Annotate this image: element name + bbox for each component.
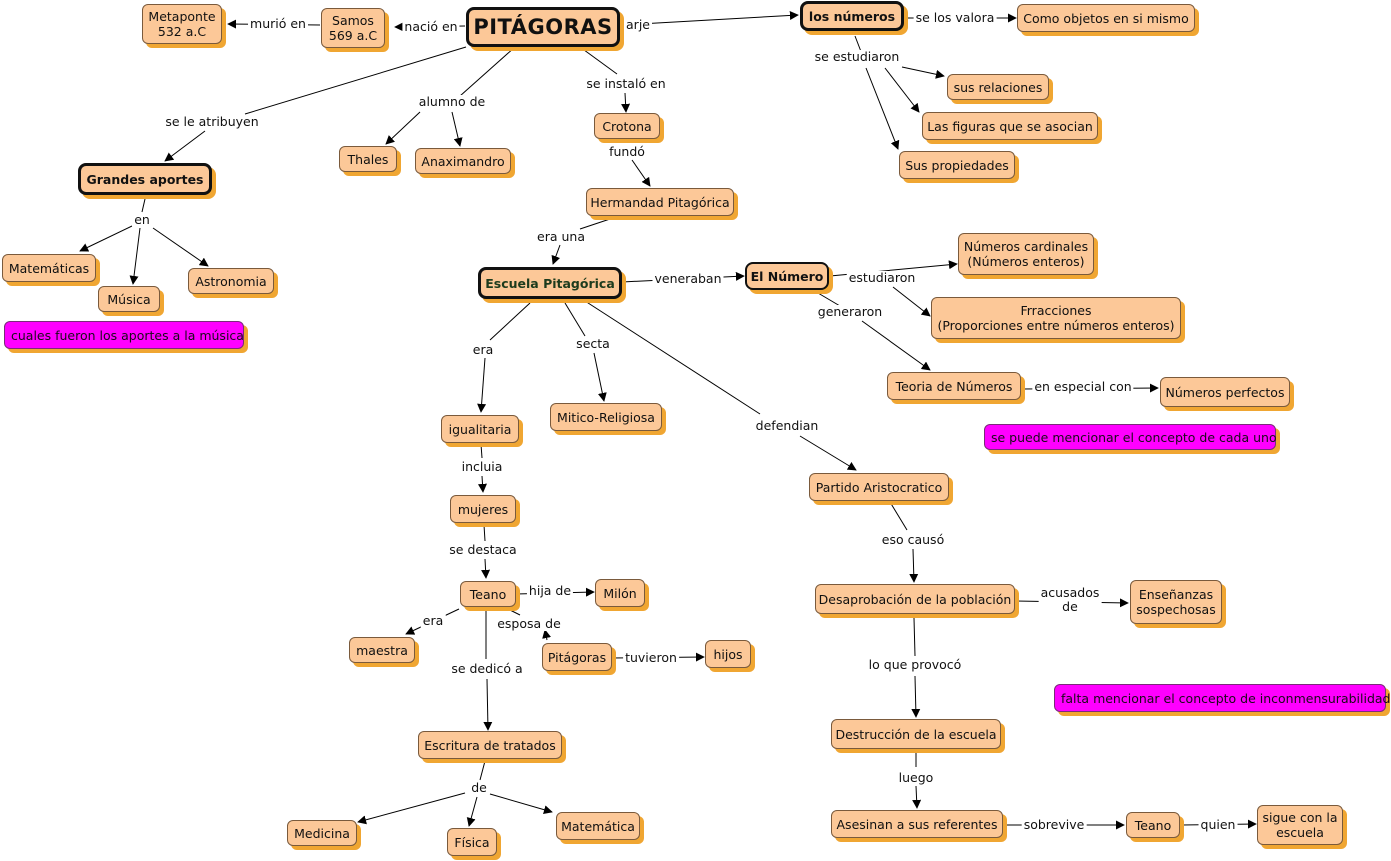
label-secta: secta — [574, 336, 612, 351]
label-hija-de: hija de — [526, 583, 574, 598]
label-veneraban: veneraban — [652, 271, 724, 286]
label-era-2: era — [420, 613, 446, 628]
label-nacio-en: nació en — [402, 19, 460, 34]
node-fisica[interactable]: Física — [447, 828, 497, 856]
label-era-una: era una — [535, 229, 587, 244]
node-samos[interactable]: Samos 569 a.C — [321, 8, 385, 48]
node-objetos[interactable]: Como objetos en si mismo — [1017, 4, 1195, 32]
node-hermandad[interactable]: Hermandad Pitagórica — [586, 188, 734, 216]
node-figuras[interactable]: Las figuras que se asocian — [922, 112, 1098, 140]
node-teano-2[interactable]: Teano — [1126, 812, 1180, 838]
label-alumno-de: alumno de — [416, 94, 488, 109]
node-cardinales[interactable]: Números cardinales (Números enteros) — [958, 233, 1094, 275]
label-generaron: generaron — [815, 304, 885, 319]
label-fundo: fundó — [607, 144, 647, 159]
node-el-numero[interactable]: El Número — [745, 262, 829, 290]
node-asesinan[interactable]: Asesinan a sus referentes — [831, 810, 1003, 838]
node-matematicas[interactable]: Matemáticas — [2, 254, 96, 282]
note-concepto[interactable]: se puede mencionar el concepto de cada u… — [984, 424, 1277, 450]
node-astronomia[interactable]: Astronomia — [188, 268, 274, 294]
label-esposa-de: esposa de — [495, 616, 563, 631]
node-anaximandro[interactable]: Anaximandro — [415, 148, 511, 174]
label-de: de — [469, 780, 489, 795]
label-se-dedico-a: se dedicó a — [449, 661, 525, 676]
node-escritura[interactable]: Escritura de tratados — [418, 731, 562, 759]
node-fracciones[interactable]: Frracciones (Proporciones entre números … — [931, 297, 1181, 339]
label-defendian: defendian — [753, 418, 821, 433]
node-partido[interactable]: Partido Aristocratico — [809, 473, 949, 501]
node-escuela[interactable]: Escuela Pitagórica — [478, 267, 622, 299]
label-se-le-atribuyen: se le atribuyen — [163, 114, 261, 129]
node-grandes-aportes[interactable]: Grandes aportes — [78, 163, 212, 195]
node-milon[interactable]: Milón — [595, 579, 645, 607]
node-mitico[interactable]: Mitico-Religiosa — [550, 403, 662, 431]
node-maestra[interactable]: maestra — [349, 637, 415, 663]
node-destruccion[interactable]: Destrucción de la escuela — [831, 719, 1001, 749]
label-luego: luego — [896, 770, 936, 785]
label-quien: quien — [1198, 817, 1238, 832]
node-propiedades[interactable]: Sus propiedades — [899, 151, 1015, 179]
node-mujeres[interactable]: mujeres — [450, 495, 516, 523]
node-crotona[interactable]: Crotona — [594, 113, 660, 139]
label-arje: arje — [624, 17, 652, 32]
label-se-los-valora: se los valora — [913, 10, 997, 25]
label-acusados-de: acusados de — [1038, 585, 1102, 614]
node-perfectos[interactable]: Números perfectos — [1160, 377, 1290, 407]
label-se-destaca: se destaca — [447, 542, 519, 557]
node-hijos[interactable]: hijos — [705, 640, 751, 668]
label-era: era — [470, 342, 496, 357]
node-sigue[interactable]: sigue con la escuela — [1257, 805, 1343, 845]
node-teoria[interactable]: Teoria de Números — [887, 372, 1021, 400]
label-en: en — [132, 212, 152, 227]
label-murio-en: murió en — [248, 16, 308, 31]
node-teano[interactable]: Teano — [460, 581, 516, 607]
label-se-instalo-en: se instaló en — [584, 76, 668, 91]
node-musica[interactable]: Música — [98, 286, 160, 312]
node-igualitaria[interactable]: igualitaria — [441, 415, 519, 443]
node-metaponte[interactable]: Metaponte 532 a.C — [142, 4, 222, 44]
label-tuvieron: tuvieron — [623, 650, 679, 665]
node-matematica[interactable]: Matemática — [556, 812, 640, 840]
node-relaciones[interactable]: sus relaciones — [947, 74, 1049, 100]
node-los-numeros[interactable]: los números — [800, 1, 904, 31]
note-inconmensurabilidad[interactable]: falta mencionar el concepto de inconmens… — [1054, 684, 1391, 712]
label-sobrevive: sobrevive — [1021, 817, 1087, 832]
node-ensenanzas[interactable]: Enseñanzas sospechosas — [1130, 580, 1222, 624]
node-desaprobacion[interactable]: Desaprobación de la población — [815, 584, 1015, 614]
node-pitagoras[interactable]: PITÁGORAS — [466, 7, 620, 47]
label-lo-que-provoco: lo que provocó — [866, 657, 964, 672]
label-se-estudiaron: se estudiaron — [812, 49, 902, 64]
label-incluia: incluia — [459, 459, 505, 474]
label-eso-causo: eso causó — [879, 532, 947, 547]
note-aportes-musica[interactable]: cuales fueron los aportes a la música — [4, 321, 244, 349]
node-pitagoras-2[interactable]: Pitágoras — [542, 643, 612, 671]
node-medicina[interactable]: Medicina — [287, 820, 357, 846]
node-thales[interactable]: Thales — [339, 146, 397, 172]
label-en-especial-con: en especial con — [1032, 379, 1134, 394]
label-estudiaron: estudiaron — [846, 270, 918, 285]
